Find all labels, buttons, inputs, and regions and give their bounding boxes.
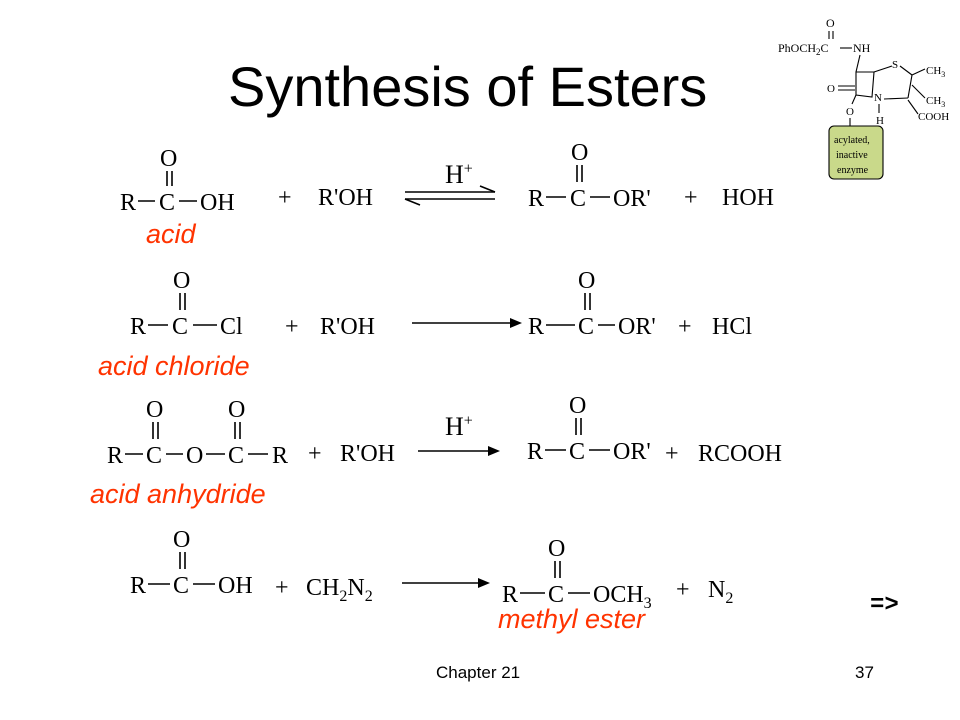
svg-text:C: C: [578, 314, 594, 340]
reactant-acid: R C O OH: [130, 527, 253, 599]
next-slide-arrow[interactable]: =>: [870, 592, 899, 619]
svg-text:R: R: [272, 443, 288, 469]
reagent-alcohol: R'OH: [340, 441, 395, 467]
plus-sign: +: [308, 441, 322, 467]
reaction-arrow: [402, 578, 490, 588]
reactant-acid: R C O OH: [120, 146, 235, 216]
product-ester: R C O OR': [528, 268, 656, 340]
svg-text:COOH: COOH: [918, 111, 949, 123]
reactant-acid-chloride: R C O Cl: [130, 268, 243, 340]
plus-sign: +: [684, 185, 698, 211]
catalyst-label-h-plus: H+: [445, 160, 473, 189]
svg-text:CH3: CH3: [926, 95, 945, 109]
product-ester: R C O OR': [528, 140, 651, 212]
svg-text:R: R: [527, 439, 543, 465]
byproduct-nitrogen: N2: [708, 577, 733, 607]
footer-chapter: Chapter 21: [436, 663, 521, 682]
svg-text:acylated,: acylated,: [834, 135, 870, 146]
plus-sign: +: [285, 314, 299, 340]
svg-text:O: O: [569, 393, 586, 419]
svg-text:OR': OR': [618, 314, 656, 340]
svg-text:S: S: [892, 59, 898, 71]
plus-sign: +: [278, 185, 292, 211]
svg-text:O: O: [548, 536, 565, 562]
svg-text:O: O: [571, 140, 588, 166]
product-ester: R C O OR': [527, 393, 651, 465]
svg-text:R: R: [528, 186, 544, 212]
svg-text:R: R: [107, 443, 123, 469]
plus-sign: +: [275, 575, 289, 601]
byproduct-carboxylic-acid: RCOOH: [698, 441, 782, 467]
svg-text:C: C: [172, 314, 188, 340]
label-acid: acid: [146, 219, 196, 249]
plus-sign: +: [665, 441, 679, 467]
penicillin-inset: O PhOCH2C NH S N H CH3 CH3: [778, 16, 949, 180]
svg-text:O: O: [160, 146, 177, 172]
reagent-diazomethane: CH2N2: [306, 575, 373, 605]
label-acid-anhydride: acid anhydride: [90, 479, 266, 509]
svg-text:Cl: Cl: [220, 314, 243, 340]
svg-text:C: C: [159, 190, 175, 216]
svg-text:O: O: [146, 397, 163, 423]
reagent-alcohol: R'OH: [320, 314, 375, 340]
svg-text:O: O: [827, 83, 835, 95]
svg-text:N: N: [874, 92, 882, 104]
plus-sign: +: [678, 314, 692, 340]
svg-text:C: C: [173, 573, 189, 599]
reaction-arrow: [412, 318, 522, 328]
svg-text:CH3: CH3: [926, 65, 945, 79]
label-methyl-ester: methyl ester: [498, 604, 646, 634]
svg-text:O: O: [826, 16, 835, 30]
svg-text:O: O: [186, 443, 203, 469]
svg-text:H: H: [876, 115, 884, 127]
svg-text:enzyme: enzyme: [837, 165, 869, 176]
equilibrium-arrow: [404, 185, 496, 206]
svg-text:O: O: [578, 268, 595, 294]
svg-text:C: C: [569, 439, 585, 465]
svg-text:O: O: [846, 106, 854, 118]
svg-text:C: C: [146, 443, 162, 469]
svg-text:R: R: [130, 314, 146, 340]
svg-text:OH: OH: [218, 573, 253, 599]
svg-text:OR': OR': [613, 439, 651, 465]
svg-text:C: C: [570, 186, 586, 212]
svg-text:OCH3: OCH3: [593, 582, 652, 612]
svg-text:inactive: inactive: [836, 150, 868, 161]
svg-text:OR': OR': [613, 186, 651, 212]
svg-text:R: R: [502, 582, 518, 608]
catalyst-label-h-plus: H+: [445, 412, 473, 441]
reactant-acid-anhydride: R C O O C O R: [107, 397, 288, 469]
svg-text:O: O: [173, 268, 190, 294]
page-number: 37: [855, 663, 874, 682]
plus-sign: +: [676, 577, 690, 603]
product-methyl-ester: R C O OCH3: [502, 536, 652, 612]
reagent-alcohol: R'OH: [318, 185, 373, 211]
svg-text:NH: NH: [853, 41, 871, 55]
svg-text:R: R: [120, 190, 136, 216]
reaction-arrow: [418, 446, 500, 456]
svg-text:R: R: [130, 573, 146, 599]
byproduct-hcl: HCl: [712, 314, 752, 340]
svg-text:OH: OH: [200, 190, 235, 216]
svg-text:O: O: [228, 397, 245, 423]
svg-text:PhOCH2C: PhOCH2C: [778, 41, 829, 57]
svg-text:R: R: [528, 314, 544, 340]
svg-text:O: O: [173, 527, 190, 553]
page-title: Synthesis of Esters: [228, 55, 708, 118]
svg-text:C: C: [228, 443, 244, 469]
byproduct-water: HOH: [722, 185, 774, 211]
svg-text:C: C: [548, 582, 564, 608]
label-acid-chloride: acid chloride: [98, 351, 250, 381]
